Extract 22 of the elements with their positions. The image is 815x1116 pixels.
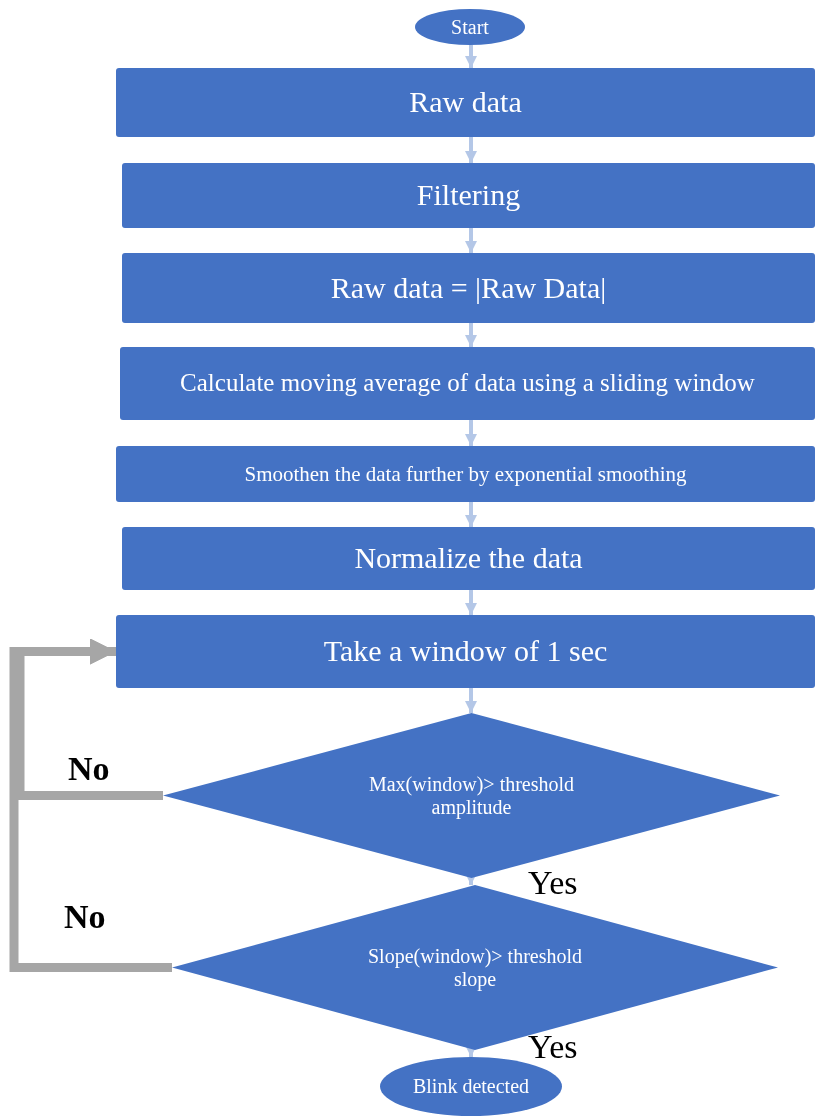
node-text: Take a window of 1 sec	[323, 634, 608, 669]
edge-label: Yes	[528, 866, 578, 900]
node-text: Max(window)> threshold amplitude	[367, 772, 576, 819]
node-text: Start	[451, 15, 489, 39]
node-text: Blink detected	[412, 1075, 530, 1098]
node-text: Raw data = |Raw Data|	[330, 270, 607, 306]
process-box	[116, 446, 815, 502]
node-text: Raw data	[409, 85, 522, 120]
node-text: Calculate moving average of data using a sliding window	[180, 369, 755, 398]
process-box	[122, 253, 815, 323]
edge-label: No	[68, 752, 110, 786]
edge-label: Yes	[528, 1030, 578, 1064]
process-box	[116, 68, 815, 137]
process-box	[120, 347, 815, 420]
process-box	[122, 527, 815, 590]
node-text: Slope(window)> threshold slope	[366, 944, 583, 991]
edge-label: No	[64, 900, 106, 934]
process-box	[122, 163, 815, 228]
process-box	[116, 615, 815, 688]
node-text: Filtering	[416, 178, 521, 213]
node-text: Smoothen the data further by exponential smoothing	[244, 461, 687, 487]
node-text: Normalize the data	[354, 541, 583, 576]
